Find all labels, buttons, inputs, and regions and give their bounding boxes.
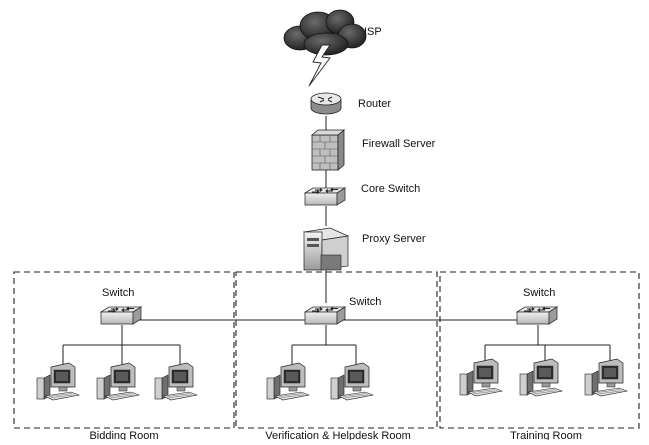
proxy-label: Proxy Server (362, 233, 426, 245)
switch-icon-training (516, 306, 558, 325)
room-label-training: Training Room (510, 430, 582, 440)
pc-icon (519, 358, 563, 397)
switch-icon-verification (304, 306, 346, 325)
server-icon (302, 227, 350, 271)
cloud-icon (283, 9, 367, 87)
router-label: Router (358, 98, 391, 110)
firewall-icon (310, 129, 346, 171)
pc-icon (96, 362, 140, 401)
pc-icon (584, 358, 628, 397)
pc-icon (330, 362, 374, 401)
pc-icon (459, 358, 503, 397)
switch-icon-bidding (100, 306, 142, 325)
room-label-verification: Verification & Helpdesk Room (265, 430, 411, 440)
isp-label: ISP (364, 26, 382, 38)
room-box-training (439, 271, 640, 429)
room-label-bidding: Bidding Room (89, 430, 158, 440)
room-box-verification (235, 271, 438, 429)
room-boxes (13, 271, 640, 429)
core-switch-icon (304, 187, 346, 206)
switch-label-bidding: Switch (102, 287, 134, 299)
room-box-bidding (13, 271, 235, 429)
router-icon (310, 92, 342, 115)
firewall-label: Firewall Server (362, 138, 436, 150)
switch-label-training: Switch (523, 287, 555, 299)
pc-icon (266, 362, 310, 401)
switch-label-verification: Switch (349, 296, 381, 308)
pc-icon (36, 362, 80, 401)
pc-icon (154, 362, 198, 401)
core-switch-label: Core Switch (361, 183, 420, 195)
